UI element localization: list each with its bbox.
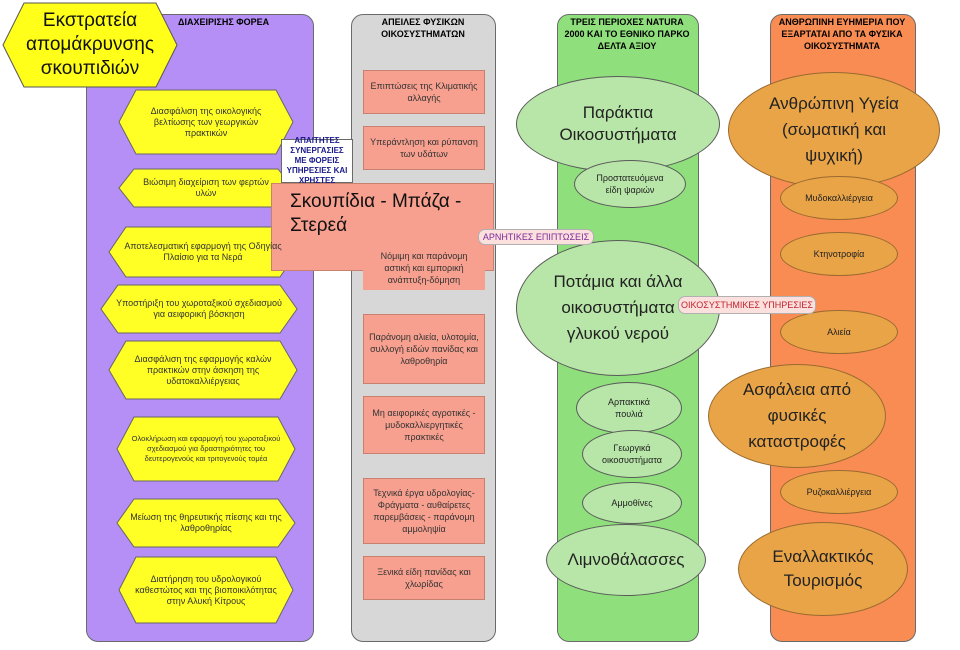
threat-box-1: Επιπτώσεις της Κλιματικής αλλαγής	[363, 70, 485, 114]
action-label: Διασφάλιση της εφαρμογής καλών πρακτικών…	[134, 353, 272, 386]
action-hexagon-7: Μείωση της θηρευτικής πίεσης και της λαθ…	[116, 498, 296, 548]
action-label: Αποτελεσματική εφαρμογή της Οδηγίας Πλαί…	[124, 241, 282, 262]
action-label: Μείωση της θηρευτικής πίεσης και της λαθ…	[130, 512, 282, 533]
alt-tourism-ellipse: Εναλλακτικός Τουρισμός	[738, 522, 908, 616]
negative-effects-label: ΑΡΝΗΤΙΚΕΣ ΕΠΙΠΤΩΣΕΙΣ	[478, 229, 594, 245]
livestock-ellipse: Κτηνοτροφία	[780, 232, 898, 276]
threat-box-2: Υπεράντληση και ρύπανση των υδάτων	[363, 126, 485, 170]
coastal-ecosystems-ellipse: Παράκτια Οικοσυστήματα	[516, 76, 720, 172]
garbage-label: Σκουπίδια - Μπάζα - Στερεά	[290, 191, 462, 236]
wellbeing-column-title: ΑΝΘΡΩΠΙΝΗ ΕΥΗΜΕΡΙΑ ΠΟΥ ΕΞΑΡΤΑΤΑΙ ΑΠΟ ΤΑ …	[778, 17, 906, 51]
action-hexagon-5: Διασφάλιση της εφαρμογής καλών πρακτικών…	[108, 340, 298, 400]
action-label: Ολοκλήρωση και εφαρμογή του χωροταξικού …	[131, 434, 281, 463]
threat-box-3: Νόμιμη και παράνομη αστική και εμπορική …	[363, 246, 485, 290]
threat-box-4: Παράνομη αλιεία, υλοτομία, συλλογή ειδών…	[363, 314, 485, 384]
action-hexagon-2: Βιώσιμη διαχείριση των φερτών υλών	[118, 168, 294, 208]
disaster-safety-ellipse: Ασφάλεια από φυσικές καταστροφές	[708, 364, 886, 468]
raptors-ellipse: Αρπακτικά πουλιά	[576, 382, 682, 434]
threat-box-5: Μη αειφορικές αγροτικές - μυδοκαλλιεργητ…	[363, 396, 485, 454]
action-hexagon-6: Ολοκλήρωση και εφαρμογή του χωροταξικού …	[116, 416, 296, 482]
action-hexagon-8: Διατήρηση του υδρολογικού καθεστώτος και…	[118, 556, 294, 624]
mussel-farming-ellipse: Μυδοκαλλιέργεια	[780, 176, 898, 220]
action-label: Βιώσιμη διαχείριση των φερτών υλών	[143, 177, 269, 198]
threat-box-6: Τεχνικά έργα υδρολογίας- Φράγματα - αυθα…	[363, 478, 485, 544]
campaign-label: Εκστρατεία απομάκρυνσης σκουπιδιών	[26, 10, 154, 79]
action-label: Υποστήριξη του χωροταξικού σχεδιασμού γι…	[116, 298, 282, 319]
action-label: Διασφάλιση της οικολογικής βελτίωσης των…	[150, 105, 262, 138]
ecosystem-services-label: ΟΙΚΟΣΥΣΤΗΜΙΚΕΣ ΥΠΗΡΕΣΙΕΣ	[678, 296, 816, 314]
natura-column-title: ΤΡΕΙΣ ΠΕΡΙΟΧΕΣ NATURA 2000 ΚΑΙ ΤΟ ΕΘΝΙΚΟ…	[564, 17, 690, 51]
manager-column-title: ΔΙΑΧΕΙΡΙΣΗΣ ΦΟΡΕΑ	[178, 17, 270, 27]
lagoons-ellipse: Λιμνοθάλασσες	[546, 524, 706, 596]
action-hexagon-1: Διασφάλιση της οικολογικής βελτίωσης των…	[118, 89, 294, 155]
campaign-hexagon: Εκστρατεία απομάκρυνσης σκουπιδιών	[2, 2, 178, 88]
fishing-ellipse: Αλιεία	[780, 310, 898, 354]
action-hexagon-3: Αποτελεσματική εφαρμογή της Οδηγίας Πλαί…	[108, 226, 298, 278]
threat-box-7: Ξενικά είδη πανίδας και χλωρίδας	[363, 556, 485, 600]
human-health-ellipse: Ανθρώπινη Υγεία (σωματική και ψυχική)	[728, 72, 940, 188]
protected-fish-ellipse: Προστατευόμενα είδη ψαριών	[574, 160, 686, 208]
threats-column-title: ΑΠΕΙΛΕΣ ΦΥΣΙΚΩΝ ΟΙΚΟΣΥΣΤΗΜΑΤΩΝ	[381, 17, 465, 39]
action-hexagon-4: Υποστήριξη του χωροταξικού σχεδιασμού γι…	[100, 284, 298, 334]
dunes-ellipse: Αμμοθίνες	[582, 482, 682, 524]
action-label: Διατήρηση του υδρολογικού καθεστώτος και…	[135, 573, 277, 606]
agro-ecosystems-ellipse: Γεωργικά οικοσυστήματα	[582, 430, 682, 478]
synergies-box: ΑΠΑΙΤΗΤΕΣ ΣΥΝΕΡΓΑΣΙΕΣ ΜΕ ΦΟΡΕΙΣ ΥΠΗΡΕΣΙΕ…	[281, 136, 353, 185]
rice-farming-ellipse: Ρυζοκαλλιέργεια	[780, 470, 898, 514]
